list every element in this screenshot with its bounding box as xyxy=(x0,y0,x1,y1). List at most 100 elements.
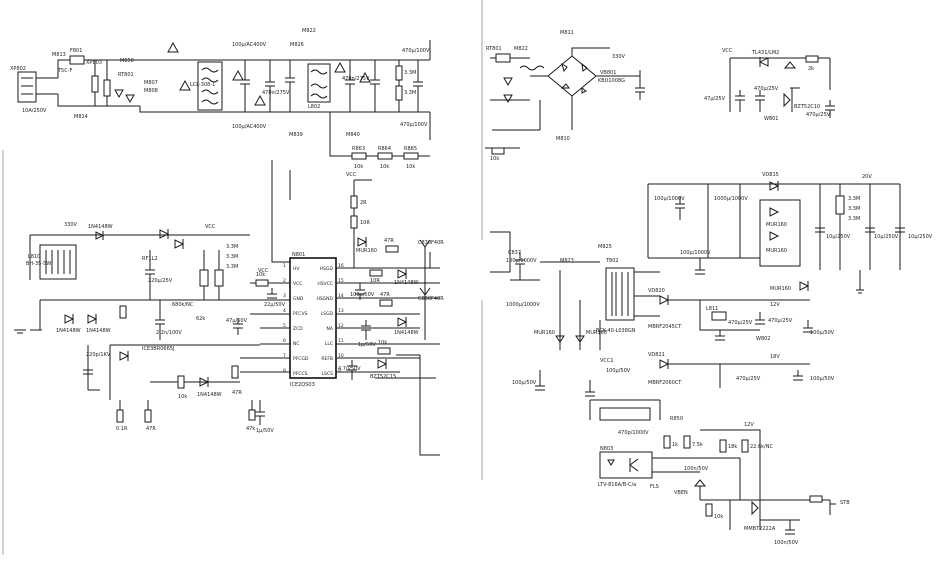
res-r815: 10k xyxy=(178,394,187,400)
node-m805: M822 xyxy=(514,46,528,52)
res-r811: 3.3M xyxy=(226,254,238,260)
cap-c801: 470n/275V xyxy=(262,90,290,96)
div-v1: 10k xyxy=(354,164,363,170)
res-r812: 3.3M xyxy=(226,264,238,270)
ic-pin-left-2: VCC xyxy=(293,281,302,287)
fb-12v: 12V xyxy=(744,422,754,428)
llc-transformer xyxy=(605,267,635,321)
diode-vd801: 1N4148W xyxy=(88,224,113,230)
aux-supply-section: L810 BH-35-SW 1N4148W RF1L2 330V VCC 220… xyxy=(14,222,260,432)
cap-c831: 470µ/25V xyxy=(768,318,793,324)
res-r819: 0.1R xyxy=(116,426,128,432)
transformer-t802-val: BCK-40-L038GN xyxy=(596,328,636,334)
bridge-rectifier xyxy=(547,55,597,97)
ctrl-vcc: VCC xyxy=(346,172,357,178)
node-m825: M825 xyxy=(598,244,612,250)
node-m822: M822 xyxy=(302,28,316,34)
res-r816: 47R xyxy=(232,390,242,396)
hv-vd817: MUR160 xyxy=(766,248,787,254)
aux-ic-label: ICE3BR0665J xyxy=(142,346,174,352)
rect-vd821: VD821 xyxy=(648,352,665,358)
ac-connector xyxy=(17,71,37,103)
ic-pin-num-right-6: 11 xyxy=(338,338,344,344)
ic-pin-num-left-7: 7 xyxy=(283,353,286,359)
cap-c833: 470µ/25V xyxy=(736,376,761,382)
hv-diode-bridge xyxy=(759,199,801,267)
res-r830: 47R xyxy=(380,292,390,298)
hv-vd818: MUR160 xyxy=(770,286,791,292)
choke-label: LCL-308-1 xyxy=(190,82,215,88)
div-r863: R863 xyxy=(352,146,365,152)
node-m839: M839 xyxy=(289,132,303,138)
ic-pin-num-left-6: 6 xyxy=(283,338,286,344)
standby-v828: BZT52C10 xyxy=(794,104,820,110)
cap-c815: 4.7µ/50V xyxy=(338,366,361,372)
ic-pin-right-3: HSGND xyxy=(316,296,333,302)
rect-vd821-val: MBRF2060CT xyxy=(648,380,682,386)
diode-vd814: MUR160 xyxy=(586,330,607,336)
bridge-value: KBU1008G xyxy=(598,78,625,84)
opto-ref: N803 xyxy=(600,446,613,452)
standby-vcc: VCC xyxy=(722,48,733,54)
fls-label: FLS xyxy=(650,484,659,490)
cap-c804: 100µ/AC400V xyxy=(232,42,267,48)
cap-c832: 100µ/50V xyxy=(810,330,835,336)
ic-pin-left-6: NC xyxy=(293,341,300,347)
voltage-330v: 330V xyxy=(612,54,626,60)
vcc1-a: VCC1 xyxy=(600,358,614,364)
optocoupler xyxy=(599,451,653,479)
r851: 1k xyxy=(672,442,678,448)
ic-pin-num-right-7: 10 xyxy=(338,353,344,359)
diode-1n4148-c: 1N4148W xyxy=(197,392,222,398)
cap-c826: C837 xyxy=(508,250,521,256)
r855: 18k xyxy=(728,444,737,450)
ic-pin-left-1: HV xyxy=(293,266,300,272)
res-r827: 10R xyxy=(360,220,370,226)
cap-c812: 100µ/50V xyxy=(350,292,375,298)
cap-c826-val: 100µ/1000V xyxy=(506,258,537,264)
hv-r838: 3.3M xyxy=(848,206,860,212)
node-m840: M840 xyxy=(346,132,360,138)
ic-pin-right-2: HSVCC xyxy=(317,281,333,287)
res-r817: 47k xyxy=(246,426,255,432)
transformer-l810: L810 xyxy=(28,254,40,260)
hv-c839: 100µ/1000V xyxy=(654,196,685,202)
node-m814: M814 xyxy=(74,114,88,120)
hv-c841: 10µ/250V xyxy=(826,234,851,240)
ic-pin-right-1: HSGD xyxy=(320,266,334,272)
res-r801: 3.3M xyxy=(404,70,416,76)
div-v3: 10k xyxy=(406,164,415,170)
ic-pin-left-3: GND xyxy=(293,296,304,302)
cap-c814: 1µ/50V xyxy=(358,342,376,348)
transformer-value: BH-35-SW xyxy=(26,261,51,267)
cap-c851: 100n/50V xyxy=(684,466,709,472)
hv-r837: 3.3M xyxy=(848,196,860,202)
diode-vd809: MUR160 xyxy=(356,248,377,254)
r850: R850 xyxy=(670,416,683,422)
standby-section: VCC TL431/LM2 2k 47µ/25V 470µ/25V BZT52C… xyxy=(704,48,835,122)
ic-pin-num-right-5: 12 xyxy=(338,323,344,329)
cap-c829: 100µ/50V xyxy=(606,368,631,374)
controller-ic xyxy=(289,257,337,379)
hv-output-section: 100µ/1000V 1000µ/1000V VD815 MUR160 MUR1… xyxy=(647,172,933,294)
bridge-section: RT801 VB801 KBU1008G 330V M811 M822 M810… xyxy=(485,30,645,162)
mosfet-v826: C830F40R xyxy=(418,296,444,302)
res-r818: 47R xyxy=(146,426,156,432)
mosfet-v825: C830F40R xyxy=(418,240,444,246)
ic-pin-num-left-4: 4 xyxy=(283,308,286,314)
fuse-label: F801 xyxy=(70,48,82,54)
standby-c845: 47µ/25V xyxy=(704,96,726,102)
cap-c807-val: 470µ/100V xyxy=(400,122,428,128)
out-18v: 18V xyxy=(770,354,780,360)
res-r826: 2R xyxy=(360,200,367,206)
res-r828: 47R xyxy=(384,238,394,244)
voltage-330: 330V xyxy=(64,222,78,228)
node-m810: M810 xyxy=(556,136,570,142)
diode-vd812: BZT52C15 xyxy=(370,374,396,380)
ic-pin-left-8: PFCCS xyxy=(293,371,308,377)
standby-r845: 2k xyxy=(808,66,814,72)
transformer-t802: T802 xyxy=(605,258,619,264)
cap-c806: 100µ/AC400V xyxy=(232,124,267,130)
